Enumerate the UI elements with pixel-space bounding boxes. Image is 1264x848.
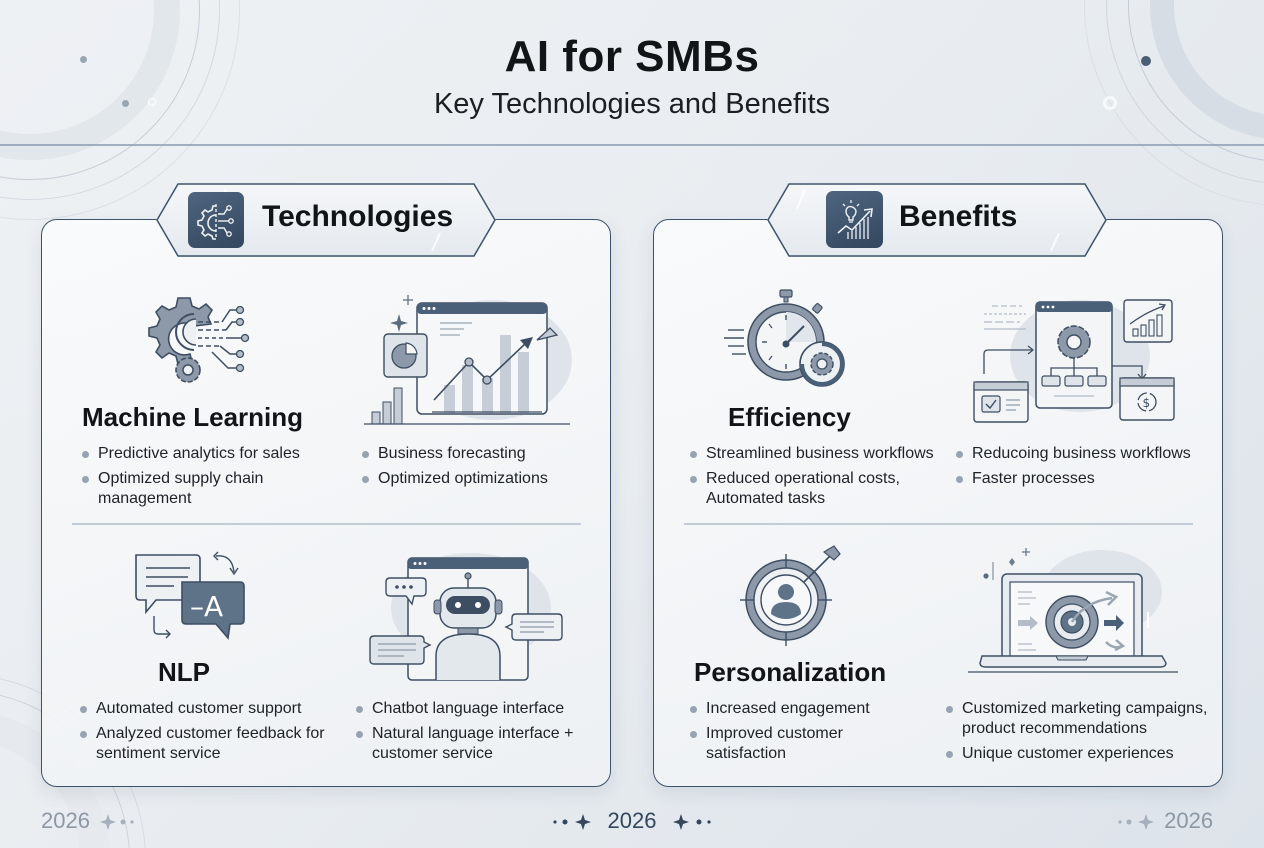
bullet-item: Natural language interface + customer se… [354, 724, 604, 764]
bullet-item: Streamlined business workflows [688, 444, 958, 464]
bullet-item: Chatbot language interface [354, 699, 604, 719]
bullet-item: Reduced operational costs, Automated tas… [688, 469, 958, 509]
section-title-nlp: NLP [158, 657, 210, 687]
nlp-bullets: Automated customer support Analyzed cust… [78, 699, 328, 769]
marketing-bullets: Customized marketing campaigns, product … [944, 699, 1220, 769]
page-subtitle: Key Technologies and Benefits [433, 88, 831, 120]
target-user-illustration [740, 545, 841, 646]
bullet-item: Faster processes [954, 469, 1214, 489]
bullet-item: Optimized optimizations [360, 469, 600, 489]
benefits-tab-outline [767, 183, 1107, 257]
gear-circuit-illustration [148, 297, 250, 383]
bullet-item: Reducoing business workflows [954, 444, 1214, 464]
section-title-personalization: Personalization [694, 657, 887, 687]
technologies-tab-label: Technologies [262, 200, 454, 233]
bullet-item: Analyzed customer feedback for sentiment… [78, 724, 328, 764]
page-title: AI for SMBs [504, 32, 760, 81]
footer-year-center: 2026 [0, 808, 1264, 834]
stopwatch-gear-illustration [724, 289, 845, 387]
lightbulb-growth-icon [826, 191, 883, 248]
sparkle-dots-icon [553, 814, 592, 831]
personalization-bullets: Increased engagement Improved customer s… [688, 699, 918, 769]
workflow-bullets: Reducoing business workflows Faster proc… [954, 444, 1214, 494]
sparkle-dots-icon [1118, 814, 1154, 831]
workflow-automation-illustration: $ [973, 299, 1175, 423]
footer-year-left: 2026 [41, 808, 140, 834]
svg-text:$: $ [1143, 396, 1151, 410]
bullet-item: Business forecasting [360, 444, 600, 464]
benefits-tab-label: Benefits [899, 200, 1018, 233]
bullet-item: Optimized supply chain management [80, 469, 320, 509]
chatbot-bullets: Chatbot language interface Natural langu… [354, 699, 604, 769]
sparkle-dots-icon [672, 814, 711, 831]
chatbot-robot-illustration [369, 553, 563, 681]
efficiency-bullets: Streamlined business workflows Reduced o… [688, 444, 958, 514]
bullet-item: Increased engagement [688, 699, 918, 719]
gear-circuit-icon [188, 192, 244, 248]
section-title-efficiency: Efficiency [728, 402, 851, 432]
sparkle-dots-icon [100, 814, 134, 831]
technologies-divider [72, 523, 581, 525]
header: AI for SMBs Key Technologies and Benefit… [0, 0, 1264, 146]
laptop-target-illustration [983, 548, 1162, 660]
benefits-tab [767, 183, 1107, 257]
bullet-item: Customized marketing campaigns, product … [944, 699, 1220, 739]
chat-translate-illustration: –A [135, 551, 245, 640]
laptop-base [968, 655, 1178, 673]
footer-year-right: 2026 [1114, 808, 1213, 834]
bullet-item: Predictive analytics for sales [80, 444, 320, 464]
header-divider [0, 144, 1264, 146]
svg-text:–A: –A [190, 590, 223, 623]
machine-learning-bullets: Predictive analytics for sales Optimized… [80, 444, 320, 514]
bullet-item: Unique customer experiences [944, 744, 1220, 764]
forecasting-bullets: Business forecasting Optimized optimizat… [360, 444, 600, 494]
bullet-item: Improved customer satisfaction [688, 724, 918, 764]
benefits-divider [684, 523, 1193, 525]
bullet-item: Automated customer support [78, 699, 328, 719]
forecast-chart-illustration [364, 295, 572, 425]
section-title-machine-learning: Machine Learning [82, 402, 304, 432]
